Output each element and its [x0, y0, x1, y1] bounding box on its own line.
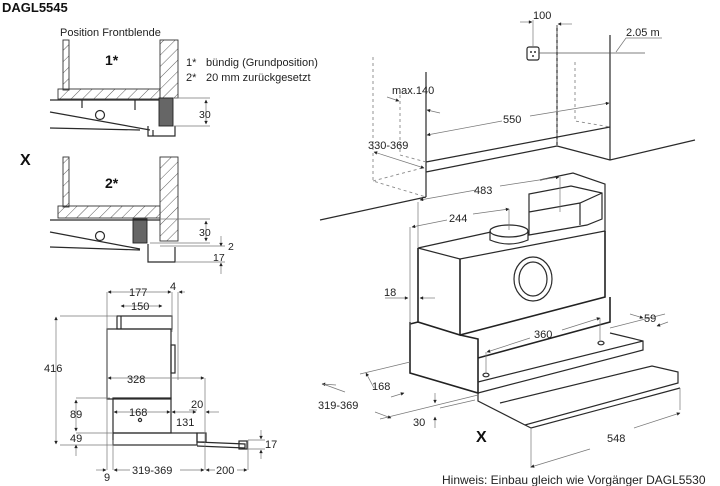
detail-x-marker: X [20, 152, 31, 169]
front-panel-recessed [132, 218, 148, 244]
dim-4: 4 [170, 281, 176, 293]
exhaust-collar [116, 315, 173, 330]
dim-550: 550 [503, 114, 521, 126]
hood-body [106, 328, 172, 400]
position-1-label: 1* [105, 52, 119, 68]
side-view-section: 177 4 150 416 328 89 49 168 131 20 17 9 … [44, 281, 277, 484]
installation-note: Hinweis: Einbau gleich wie Vorgänger DAG… [442, 473, 706, 486]
dim-9: 9 [104, 472, 110, 484]
dim-200: 200 [216, 465, 234, 477]
legend-key-1: 1* [186, 57, 197, 69]
dim-328: 328 [127, 374, 145, 386]
front-panel-iso [477, 365, 681, 429]
iso-x-marker: X [476, 429, 487, 446]
dim-17-label: 17 [213, 252, 225, 264]
dim-30-pos1-label: 30 [199, 109, 211, 121]
dim-330-369: 330-369 [368, 140, 408, 152]
dim-30-pos2-label: 30 [199, 227, 211, 239]
cabinet-outline [425, 25, 611, 197]
dim-168-iso: 168 [372, 381, 390, 393]
hood-profile-1 [49, 99, 176, 137]
front-panel-flush [158, 97, 174, 127]
dim-360: 360 [534, 329, 552, 341]
position-2-detail: 2* 30 2 17 [49, 156, 234, 274]
detail-caption: Position Frontblende [60, 27, 161, 39]
dim-30-iso: 30 [413, 417, 425, 429]
dim-59: 59 [644, 313, 656, 325]
dim-150: 150 [131, 301, 149, 313]
upper-rail [477, 332, 644, 394]
position-2-label: 2* [105, 175, 119, 191]
position-1-detail: 1* 30 [49, 39, 211, 137]
dim-319-369-side: 319-369 [132, 465, 172, 477]
filter-box [528, 185, 603, 236]
cabinet-bottom [57, 88, 161, 100]
power-socket-icon [526, 46, 540, 61]
dim-max-140: max.140 [392, 85, 434, 97]
dim-416: 416 [44, 363, 62, 375]
dim-18: 18 [384, 287, 396, 299]
dim-177: 177 [129, 287, 147, 299]
hood-base [112, 432, 198, 446]
dim-49: 49 [70, 433, 82, 445]
legend-text-2: 20 mm zurückgesetzt [206, 72, 311, 84]
cabinet-side-right [159, 39, 179, 99]
roller-1 [94, 109, 106, 121]
fan-ring [513, 256, 553, 302]
hood-box [417, 231, 606, 337]
hood-profile-2 [49, 219, 176, 263]
model-title: DAGL5545 [2, 0, 68, 15]
dim-100: 100 [533, 10, 551, 22]
detail-x-section: Position Frontblende X 1* 30 1* bündig (… [20, 27, 318, 274]
position-legend: 1* bündig (Grundposition) 2* 20 mm zurüc… [186, 57, 318, 84]
dim-20: 20 [191, 399, 203, 411]
dim-244: 244 [449, 213, 467, 225]
iso-view-section: 100 2.05 m max.140 550 330-369 483 [318, 10, 696, 468]
dim-2-label: 2 [228, 241, 234, 253]
extraction-rail [196, 441, 246, 449]
dim-168: 168 [129, 407, 147, 419]
hood-top-outline [417, 172, 606, 260]
dim-89: 89 [70, 409, 82, 421]
legend-text-1: bündig (Grundposition) [206, 57, 318, 69]
legend-key-2: 2* [186, 72, 197, 84]
hood-lower-body [409, 297, 611, 395]
dim-319-369-iso: 319-369 [318, 400, 358, 412]
cabinet-side-left [62, 39, 70, 91]
dim-17-side: 17 [265, 439, 277, 451]
mount-hole-2 [597, 340, 605, 346]
dim-2-05m: 2.05 m [626, 27, 660, 39]
dim-131: 131 [176, 417, 194, 429]
wall-corner [556, 35, 696, 161]
dim-483: 483 [474, 185, 492, 197]
dim-548: 548 [607, 433, 625, 445]
cabinet-hidden-lines [372, 25, 611, 198]
